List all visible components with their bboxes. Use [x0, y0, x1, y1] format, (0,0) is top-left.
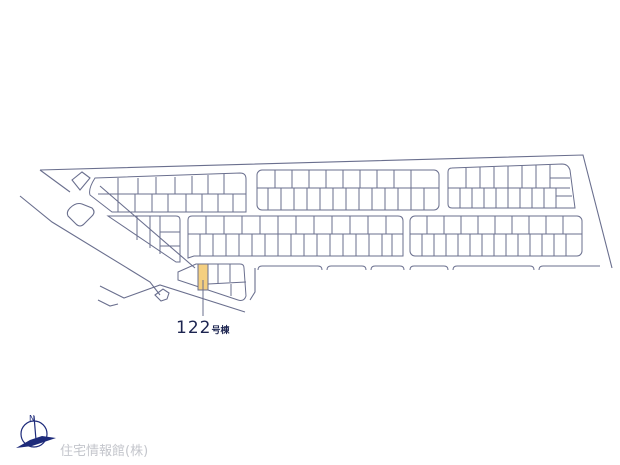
lot-label: 122号棟	[176, 318, 229, 338]
brand-text: 住宅情報館(株)	[60, 444, 149, 459]
north-label: N	[29, 414, 35, 423]
lot-block-d	[447, 163, 576, 209]
lot-block-bottom-row	[257, 265, 600, 271]
lot-block-a	[89, 172, 247, 213]
lot-block-c	[256, 169, 440, 211]
site-boundary	[19, 154, 613, 313]
lot-block-e	[187, 215, 404, 259]
lot-suffix: 号棟	[211, 326, 230, 336]
lot-block-g	[177, 263, 247, 316]
lot-number: 122	[176, 318, 212, 338]
lot-block-f	[409, 215, 583, 257]
compass-icon: N	[16, 414, 56, 448]
lot-block-b	[106, 215, 181, 263]
